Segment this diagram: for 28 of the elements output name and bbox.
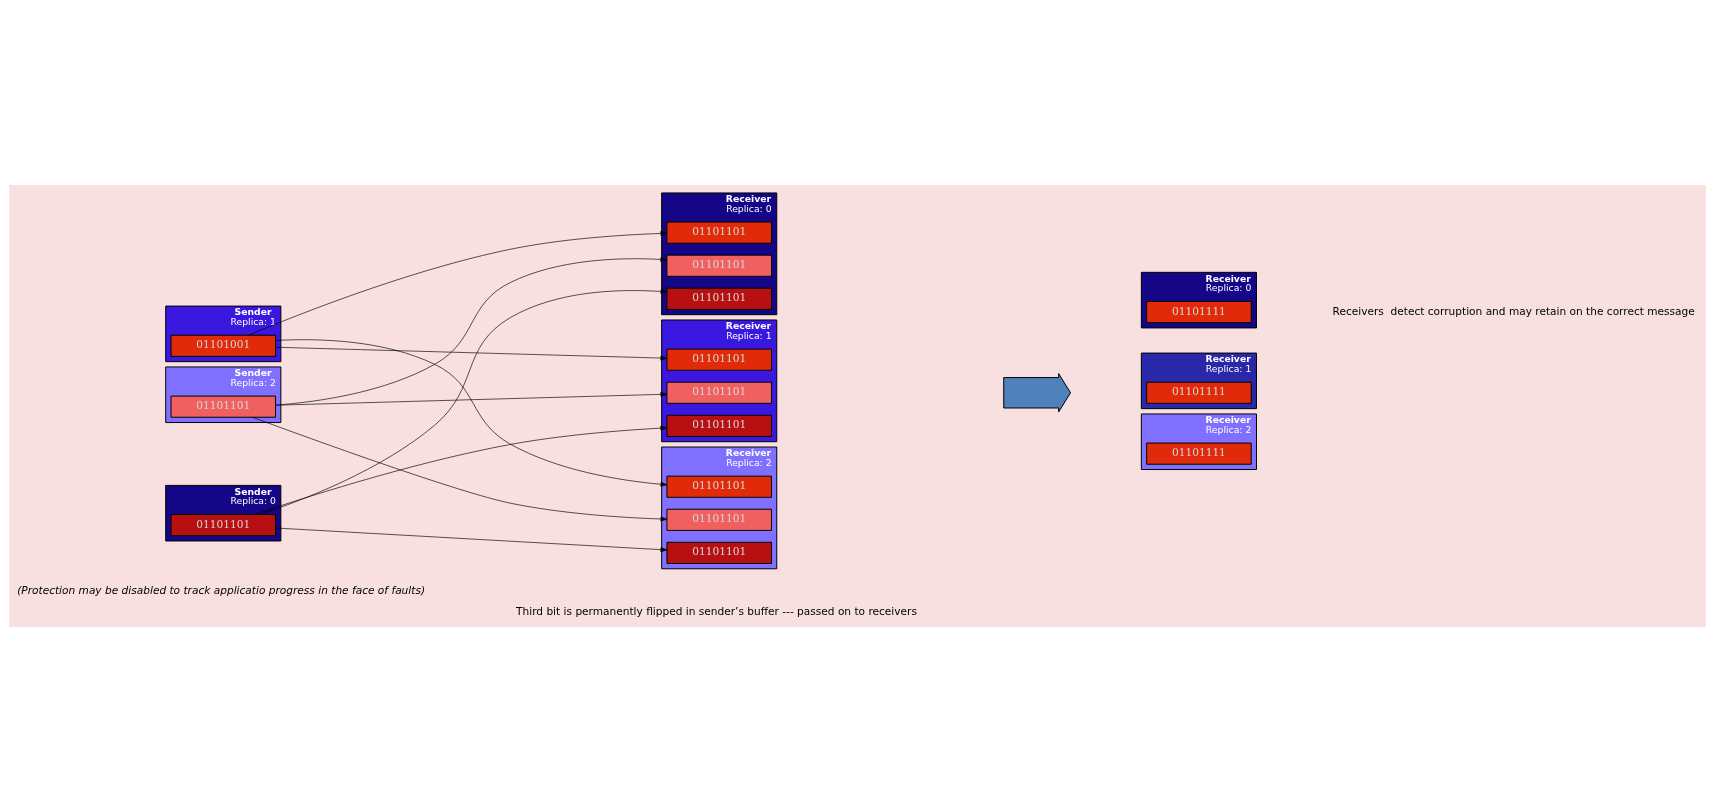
node-box: 01101101 bbox=[665, 254, 772, 277]
node-box: 01101101 bbox=[665, 475, 772, 498]
arrow bbox=[274, 527, 667, 553]
node-box: 01101111 bbox=[1145, 381, 1252, 404]
arrow bbox=[274, 391, 667, 406]
node-box: 01101101 bbox=[665, 414, 772, 437]
label: Receivers detect corruption and may retain on the correct message bbox=[1332, 304, 1695, 317]
label: (Protection may be disabled to track applicatio progress in the face of faults) bbox=[16, 584, 425, 597]
arrow bbox=[251, 416, 667, 522]
arrow bbox=[274, 257, 667, 406]
node-box: 01101101 bbox=[665, 508, 772, 531]
arrow bbox=[274, 346, 667, 361]
arrow bbox=[247, 231, 667, 336]
node-box: 01101001 bbox=[170, 334, 276, 357]
node-box: 01101111 bbox=[1145, 442, 1252, 465]
node-box: 01101101 bbox=[665, 541, 772, 564]
node-box: 01101101 bbox=[665, 381, 772, 404]
arrow bbox=[253, 425, 667, 515]
label: Third bit is permanently flipped in sender’s buffer --- passed on to receivers bbox=[515, 604, 917, 617]
node-box: 01101101 bbox=[170, 514, 276, 537]
node-box: 01101101 bbox=[170, 395, 276, 418]
arrow bbox=[258, 289, 667, 515]
node-arrow bbox=[1002, 373, 1071, 413]
node-box: 01101101 bbox=[665, 348, 772, 371]
node-box: 01101101 bbox=[665, 221, 772, 244]
node-box: 01101101 bbox=[665, 287, 772, 310]
arrow bbox=[274, 339, 667, 487]
node-box: 01101111 bbox=[1145, 300, 1252, 324]
